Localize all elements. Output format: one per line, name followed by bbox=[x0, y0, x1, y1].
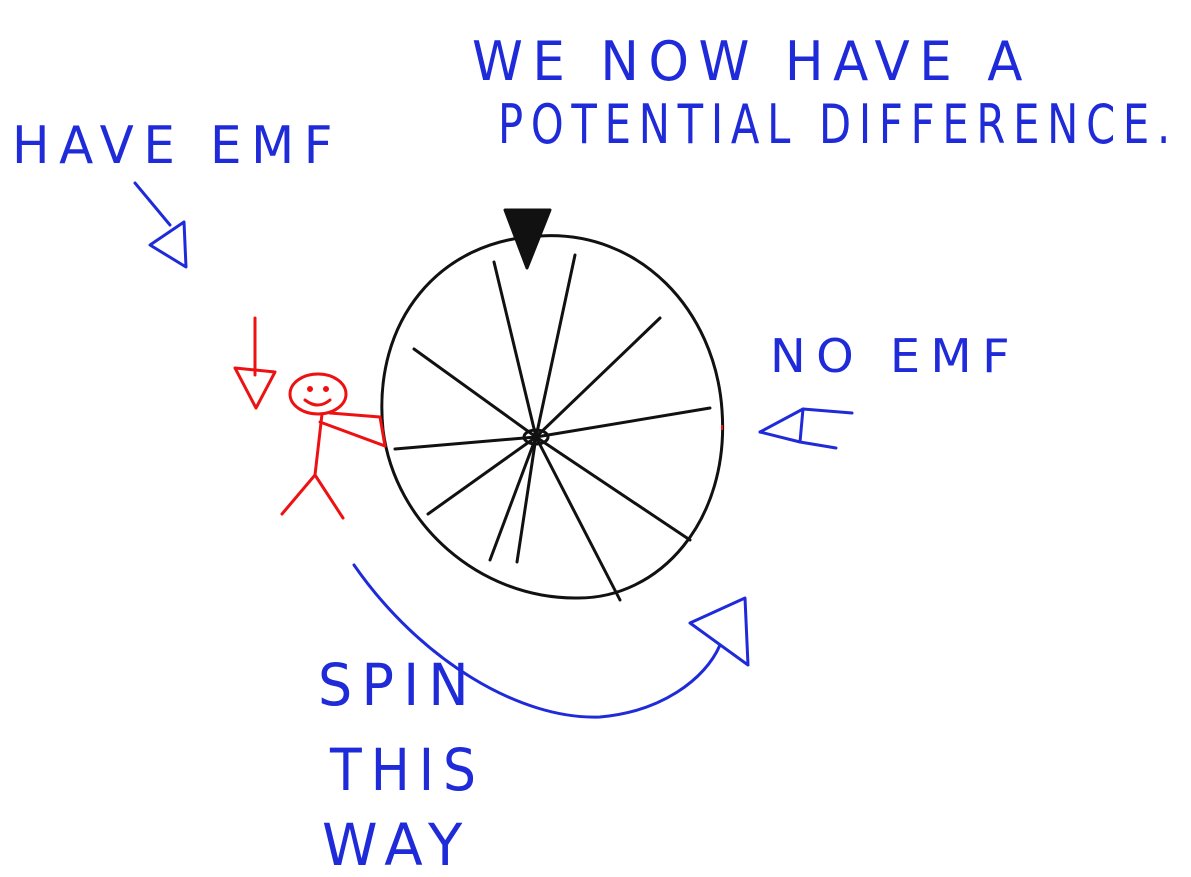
wheel-spoke bbox=[517, 437, 536, 562]
no-emf-label: NO EMF bbox=[770, 329, 1020, 383]
header-line-1: WE NOW HAVE A bbox=[472, 30, 1032, 93]
spin-label-line-3: WAY bbox=[322, 811, 472, 877]
figure-head bbox=[290, 374, 346, 414]
have-emf-label: HAVE EMF bbox=[12, 116, 342, 176]
wheel bbox=[382, 236, 723, 600]
wheel-spokes bbox=[395, 255, 710, 600]
wheel-spoke bbox=[536, 255, 575, 437]
wheel-spoke bbox=[536, 437, 690, 540]
wheel-spoke bbox=[428, 437, 536, 514]
wheel-spoke bbox=[536, 437, 620, 600]
stick-figure-icon bbox=[235, 318, 385, 518]
wheel-rim bbox=[382, 236, 723, 598]
arrow-down-left-icon bbox=[135, 183, 186, 267]
wheel-spoke bbox=[395, 437, 536, 449]
header-line-2: POTENTIAL DIFFERENCE. bbox=[498, 93, 1178, 156]
arrow-left-icon bbox=[760, 409, 852, 448]
spin-label-line-2: THIS bbox=[329, 736, 485, 804]
wheel-spoke bbox=[490, 437, 536, 560]
spin-label-line-1: SPIN bbox=[318, 651, 478, 719]
